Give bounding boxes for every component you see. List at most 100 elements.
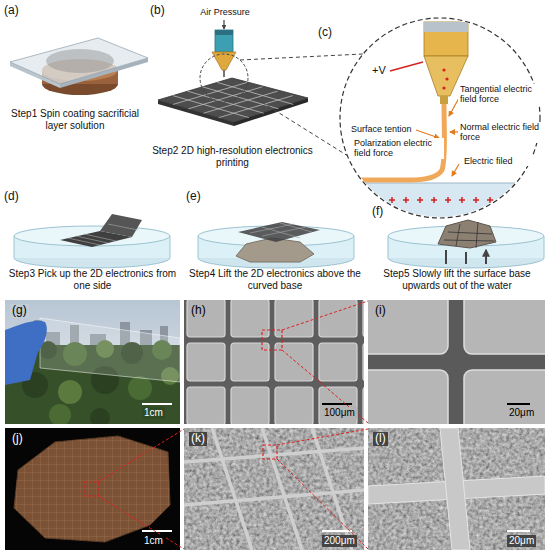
photo-rock xyxy=(142,530,172,532)
panel-label: (b) xyxy=(150,4,165,18)
annotation: Surface tention xyxy=(349,124,414,134)
sem-closeup-image xyxy=(368,370,448,424)
nozzle-closeup xyxy=(330,183,550,223)
nozzle-closeup xyxy=(416,130,439,138)
photo-rock xyxy=(5,428,180,550)
step-caption: Step4 Lift the 2D electronics above the … xyxy=(186,268,364,291)
photo-film-landscape xyxy=(40,318,180,382)
scale-label: 1cm xyxy=(142,407,165,419)
water-dish-illustration xyxy=(198,222,354,268)
annotation: Electric filed xyxy=(462,156,536,166)
sem-rock-closeup xyxy=(368,428,545,550)
scale-label: 20μm xyxy=(507,407,536,419)
sem-closeup-image xyxy=(507,403,530,405)
sem-rock-closeup xyxy=(507,530,530,532)
photo-film-landscape xyxy=(142,403,172,405)
sem-closeup-image xyxy=(368,300,448,354)
water-dish-illustration xyxy=(444,222,494,248)
annotation: Air Pressure xyxy=(190,7,260,17)
printing-illustration xyxy=(200,54,248,102)
panel-label: (j) xyxy=(10,432,25,446)
printing-illustration xyxy=(173,82,293,117)
nozzle-closeup xyxy=(424,22,468,32)
nozzle-closeup xyxy=(340,18,540,218)
nozzle-closeup xyxy=(440,96,448,104)
photo-film-landscape xyxy=(49,404,71,424)
sem-rock-image xyxy=(263,445,277,459)
photo-film-landscape xyxy=(128,376,152,400)
nozzle-closeup xyxy=(330,22,550,223)
printing-illustration xyxy=(223,70,225,77)
water-dish-illustration xyxy=(68,224,138,245)
sem-grid-image xyxy=(322,403,352,405)
zoom-line xyxy=(98,429,184,549)
photo-rock xyxy=(84,482,98,496)
panel-label: (f) xyxy=(372,205,383,219)
step-caption: Step5 Slowly lift the surface base upwar… xyxy=(368,268,546,291)
water-dish-illustration xyxy=(14,214,170,268)
step-caption: Step1 Spin coating sacrificial layer sol… xyxy=(5,108,145,131)
step-caption: Step2 2D high-resolution electronics pri… xyxy=(150,145,315,168)
scale-label: 20μm xyxy=(507,535,536,547)
printing-illustration xyxy=(223,20,224,29)
nozzle-closeup xyxy=(442,68,445,71)
printing-illustration xyxy=(240,54,363,60)
panel-label: (e) xyxy=(186,190,201,204)
water-dish-illustration xyxy=(100,214,142,237)
sem-rock-image xyxy=(184,428,364,550)
step-caption: Step3 Pick up the 2D electronics from on… xyxy=(5,268,180,291)
panel-label: (c) xyxy=(318,26,332,40)
panel-label: (i) xyxy=(373,304,388,318)
printing-illustration xyxy=(158,78,308,122)
printing-illustration xyxy=(215,30,233,35)
spin-coating-illustration xyxy=(10,38,148,95)
annotation: Polarization electric field force xyxy=(352,138,444,159)
panel-label: (g) xyxy=(10,304,29,318)
water-dish-illustration xyxy=(250,223,312,238)
sem-rock-closeup xyxy=(440,428,470,550)
nozzle-closeup xyxy=(330,104,445,180)
sem-closeup-image xyxy=(464,300,545,354)
sem-grid-image xyxy=(262,330,282,350)
water-dish-illustration xyxy=(446,250,486,264)
sem-grid-image xyxy=(184,300,364,424)
photo-film-landscape xyxy=(5,300,180,424)
nozzle-closeup xyxy=(445,77,448,80)
photo-film-landscape xyxy=(5,321,47,385)
spin-coating-illustration xyxy=(10,38,148,84)
nozzle-closeup xyxy=(442,86,445,89)
nozzle-closeup xyxy=(390,62,423,71)
nozzle-closeup xyxy=(330,18,550,223)
scale-label: 100μm xyxy=(322,407,357,419)
panel-label: (h) xyxy=(189,304,208,318)
sem-rock-closeup xyxy=(368,428,545,550)
nozzle-closeup xyxy=(452,164,459,176)
sem-rock-image xyxy=(184,428,364,550)
spin-coating-illustration xyxy=(46,49,114,73)
annotation: +V xyxy=(372,64,386,77)
water-dish-illustration xyxy=(388,220,544,268)
sem-grid-image xyxy=(184,300,364,424)
panel-label: (d) xyxy=(4,190,19,204)
panel-label: (k) xyxy=(189,432,207,446)
sem-closeup-image xyxy=(368,300,545,424)
zoom-line xyxy=(277,429,368,549)
scale-label: 1cm xyxy=(142,535,165,547)
water-dish-illustration xyxy=(238,222,320,242)
annotation: Tangential electric field force xyxy=(458,84,546,105)
sem-rock-image xyxy=(322,530,352,532)
photo-film-landscape xyxy=(5,300,180,424)
printing-illustration xyxy=(158,20,363,156)
photo-rock xyxy=(5,428,180,550)
sem-grid-image xyxy=(184,300,364,424)
sem-rock-image xyxy=(184,428,364,550)
panel-label: (l) xyxy=(373,432,388,446)
water-dish-illustration xyxy=(438,220,496,248)
panel-label: (a) xyxy=(4,4,19,18)
printing-illustration xyxy=(215,30,233,52)
annotation: Normal electric field force xyxy=(458,122,546,143)
nozzle-closeup xyxy=(424,22,468,56)
printing-illustration xyxy=(212,52,236,70)
